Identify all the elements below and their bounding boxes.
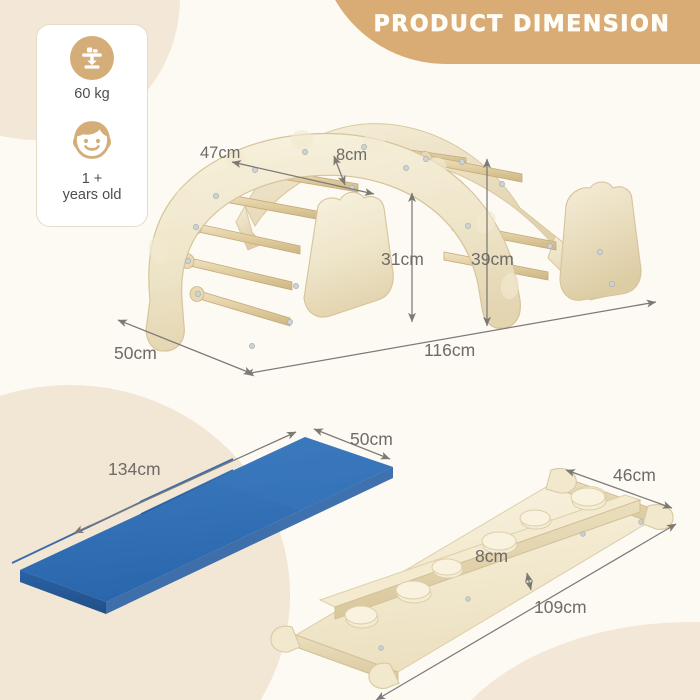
label-arch-height-high: 39cm xyxy=(471,249,514,269)
arrow-arch-width xyxy=(117,320,253,374)
arrow-ramp-length xyxy=(376,524,677,700)
label-mat-length: 134cm xyxy=(108,459,161,479)
arch-rung-2 xyxy=(186,257,292,290)
label-arch-rung-span: 47cm xyxy=(200,144,241,162)
mat-front-face xyxy=(106,467,393,614)
weight-capacity-glyph xyxy=(82,47,102,69)
arrow-ramp-width xyxy=(565,469,673,509)
age-spec: 1 + years old xyxy=(62,117,122,204)
arrow-arch-rung-gap xyxy=(334,155,345,186)
page-title: PRODUCT DIMENSION xyxy=(373,12,671,38)
label-arch-width: 50cm xyxy=(114,343,157,363)
arch-cloud-support-right xyxy=(560,182,641,300)
arch-panel-wave-detail xyxy=(148,130,520,299)
label-ramp-width: 46cm xyxy=(613,465,656,485)
spec-card: 60 kg 1 + years old xyxy=(36,24,148,227)
child-face-icon xyxy=(68,117,116,165)
age-label-line1: 1 + xyxy=(81,170,103,187)
weight-capacity-icon xyxy=(70,36,114,80)
label-arch-height-low: 31cm xyxy=(381,249,424,269)
arch-rung-1 xyxy=(196,290,290,326)
child-face-glyph xyxy=(73,120,111,159)
age-label-line2: years old xyxy=(62,187,122,204)
label-arch-rung-gap: 8cm xyxy=(336,146,368,164)
arrow-arch-length xyxy=(244,299,657,377)
weight-spec: 60 kg xyxy=(70,36,114,103)
folding-mat-illustration xyxy=(12,437,393,614)
mat-side-face xyxy=(20,570,106,614)
label-ramp-length: 109cm xyxy=(534,597,587,617)
arrow-mat-length xyxy=(74,432,297,533)
weight-capacity-label: 60 kg xyxy=(74,86,110,102)
arrow-arch-rung-span xyxy=(231,160,375,196)
dimension-arrows xyxy=(74,155,677,700)
label-ramp-thickness: 8cm xyxy=(475,546,509,566)
arch-cloud-support-left xyxy=(304,192,393,317)
arrow-mat-width xyxy=(313,429,391,459)
label-mat-width: 50cm xyxy=(350,429,393,449)
label-arch-length: 116cm xyxy=(424,340,476,360)
